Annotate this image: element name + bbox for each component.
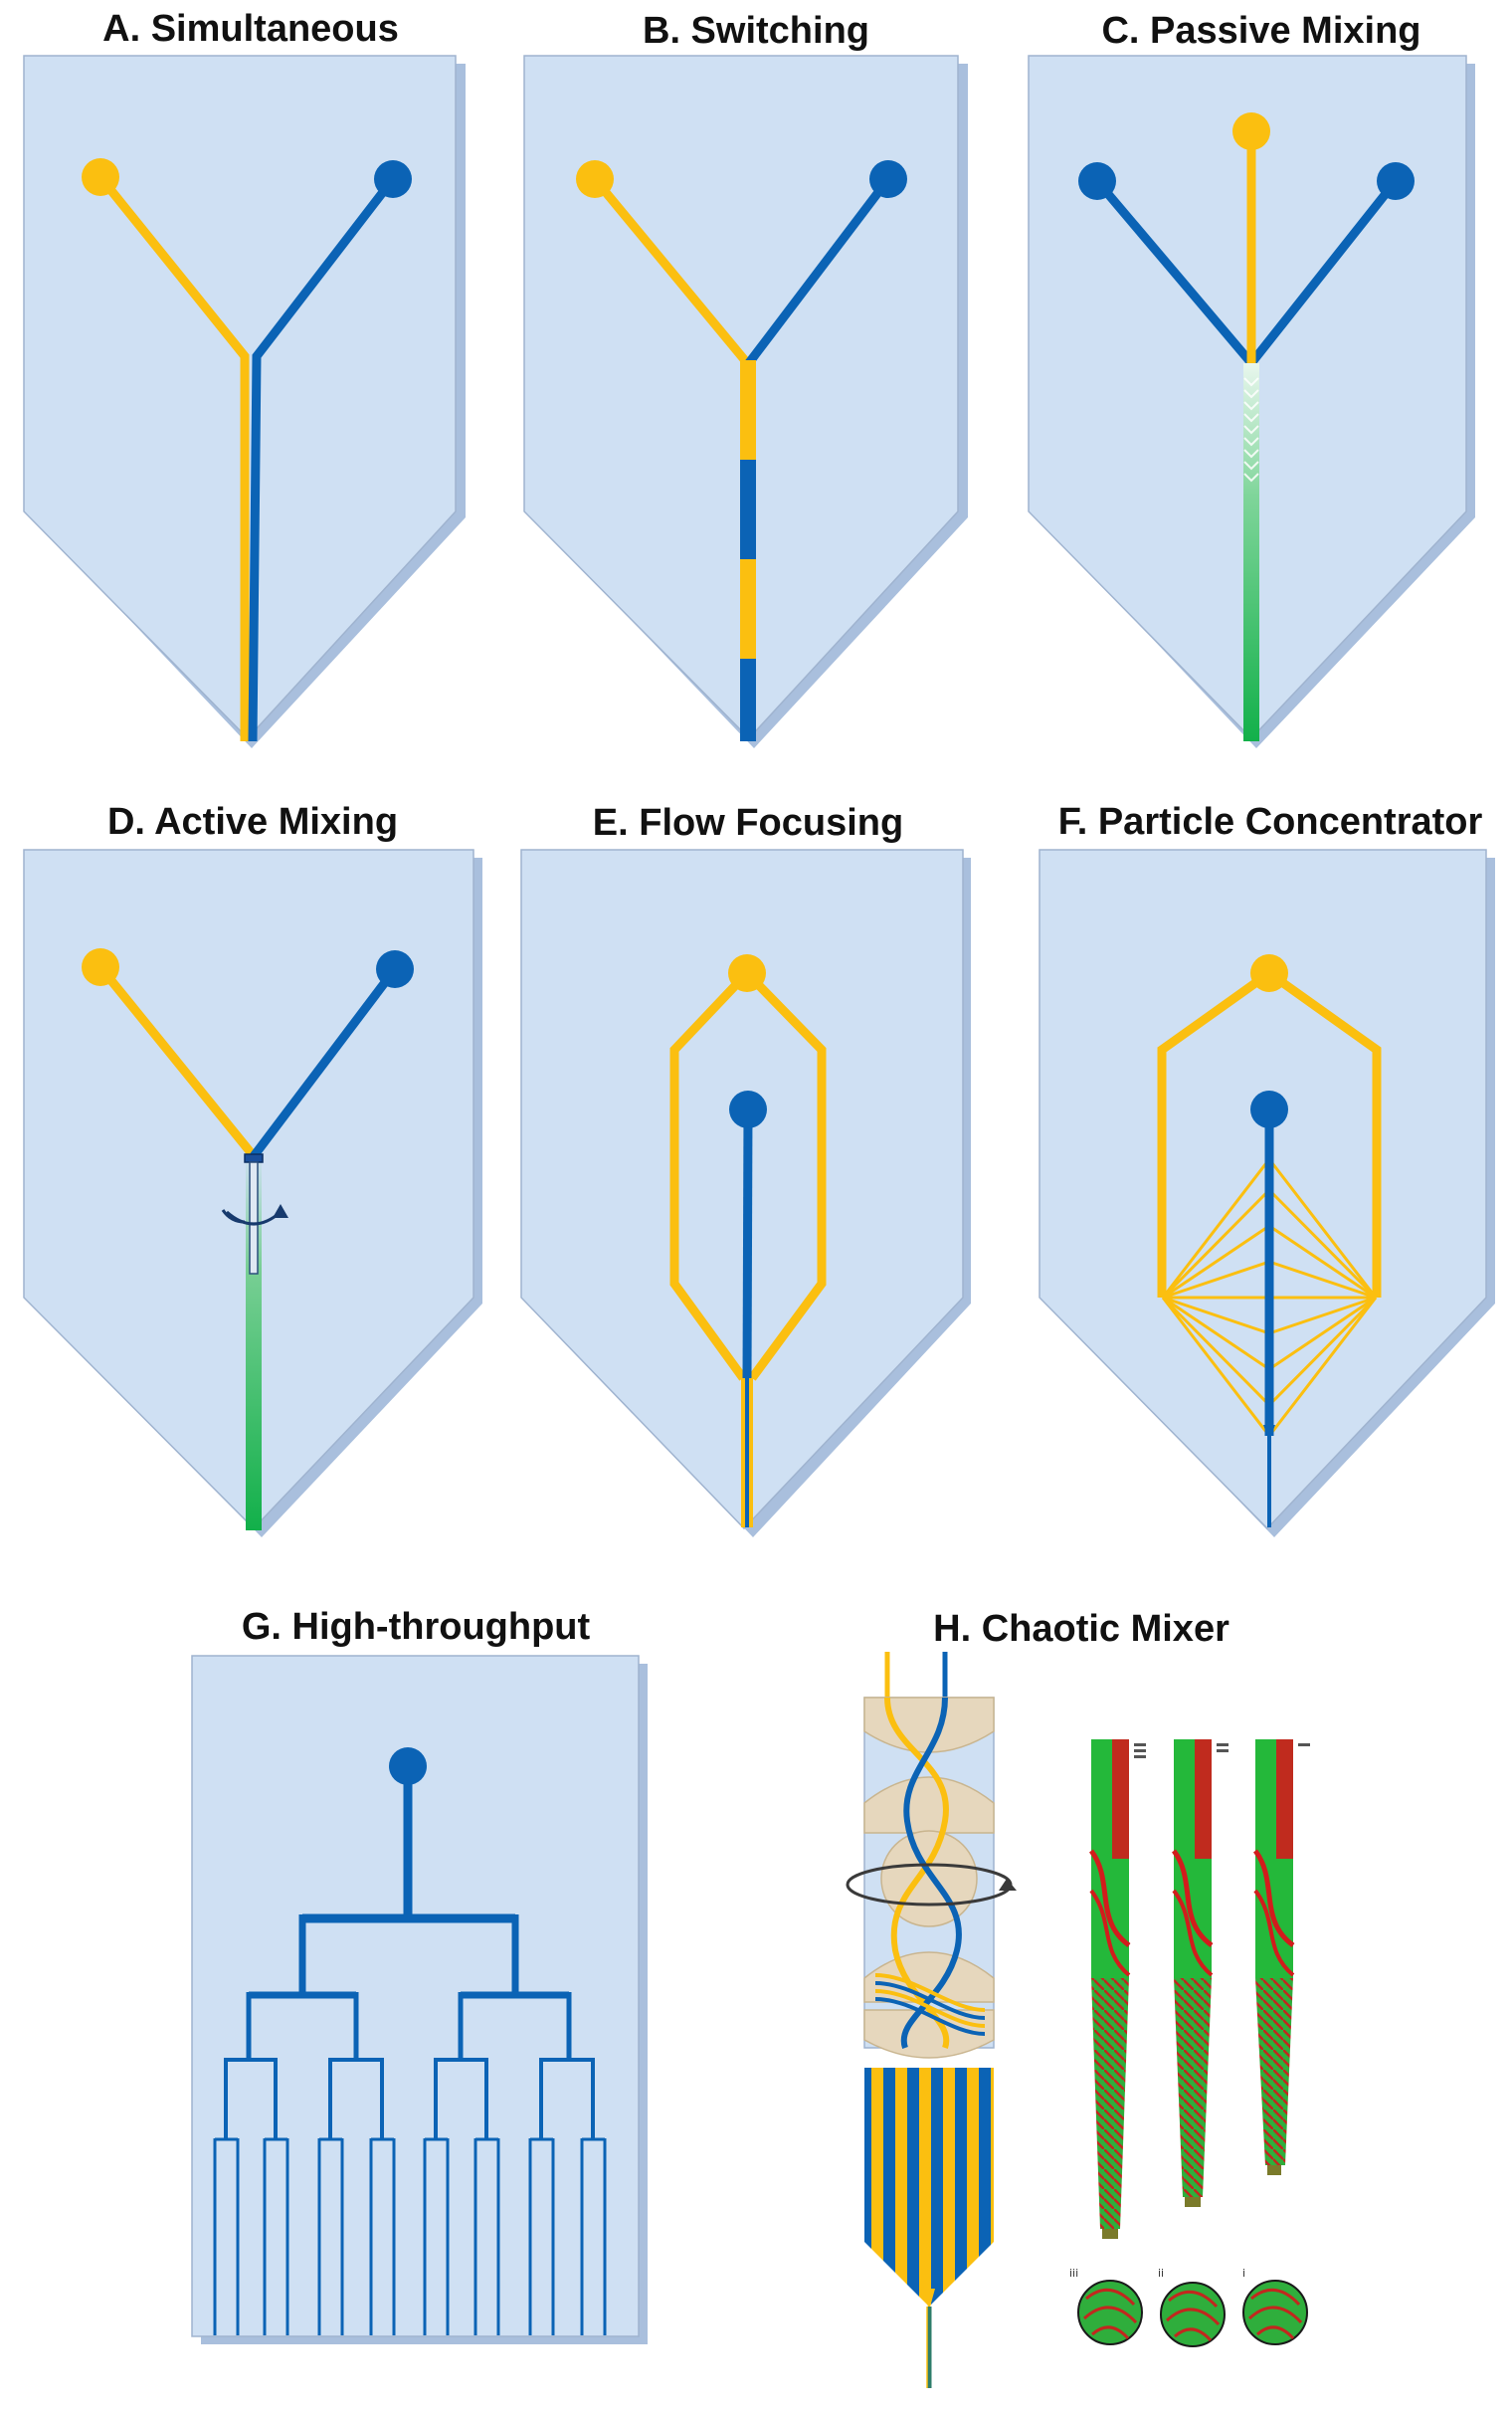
panel-b-title: B. Switching bbox=[643, 10, 869, 52]
simulation-column-ii bbox=[1171, 1739, 1214, 2207]
cross-section-i bbox=[1242, 2280, 1308, 2345]
channel-yellow-d bbox=[96, 964, 258, 1159]
channel-yellow-a bbox=[96, 174, 250, 741]
converging-outlet bbox=[864, 2215, 994, 2307]
inlet-yellow-d bbox=[82, 948, 119, 986]
panel-f-title: F. Particle Concentrator bbox=[1057, 801, 1483, 843]
chip-f bbox=[1039, 849, 1487, 1530]
panel-f bbox=[1039, 849, 1495, 1537]
section-markers bbox=[1134, 1743, 1310, 1758]
panel-b bbox=[523, 55, 968, 748]
segment-yellow bbox=[740, 559, 756, 659]
panel-h-device bbox=[846, 1652, 1017, 2388]
sheath-channel-right-f bbox=[1266, 969, 1382, 1298]
panel-g-title: G. High-throughput bbox=[241, 1606, 591, 1648]
section-label-ii: ii bbox=[1158, 2267, 1164, 2280]
stream-blue-h bbox=[900, 1697, 962, 2050]
inlet-blue-e bbox=[729, 1091, 767, 1128]
panel-g bbox=[191, 1655, 648, 2344]
channel-blue-a bbox=[248, 176, 397, 742]
inlet-blue-d bbox=[376, 950, 414, 988]
panel-d bbox=[23, 849, 482, 1537]
inlet-yellow-b bbox=[576, 160, 614, 198]
inlet-blue-g bbox=[389, 1747, 427, 1785]
striped-outlet-section bbox=[864, 2068, 994, 2215]
panel-e bbox=[520, 849, 971, 1537]
chip-e bbox=[520, 849, 964, 1530]
panel-d-title: D. Active Mixing bbox=[106, 801, 399, 843]
concentrator-channels bbox=[1161, 1158, 1378, 1437]
channel-blue-left-c bbox=[1093, 178, 1255, 366]
inlet-blue-left-c bbox=[1078, 162, 1116, 200]
inlet-blue-b bbox=[869, 160, 907, 198]
sheath-channel-left bbox=[669, 969, 751, 1381]
section-label-i: i bbox=[1242, 2267, 1245, 2280]
simulation-column-i bbox=[1252, 1739, 1295, 2175]
panel-a-title: A. Simultaneous bbox=[102, 8, 399, 50]
cross-section-iii bbox=[1077, 2280, 1143, 2345]
sheath-channel-right bbox=[743, 969, 827, 1381]
segment-blue bbox=[740, 460, 756, 559]
inlet-yellow-c bbox=[1232, 112, 1270, 150]
stirrer-cap bbox=[244, 1153, 264, 1163]
channel-yellow-b bbox=[591, 176, 752, 367]
sample-channel-e bbox=[742, 1108, 753, 1379]
lamination-streams bbox=[874, 1973, 986, 2036]
chip-a bbox=[23, 55, 457, 740]
inlet-yellow-e bbox=[728, 954, 766, 992]
segment-blue bbox=[740, 659, 756, 741]
section-label-iii: iii bbox=[1069, 2267, 1078, 2280]
panel-h-simulation: iii ii i bbox=[1069, 1739, 1310, 2347]
channel-blue-right-c bbox=[1247, 178, 1400, 366]
inlet-blue-f bbox=[1250, 1091, 1288, 1128]
panel-a bbox=[23, 55, 466, 748]
simulation-column-iii bbox=[1088, 1739, 1131, 2239]
inlet-blue-right-c bbox=[1377, 162, 1415, 200]
panel-e-title: E. Flow Focusing bbox=[592, 802, 904, 844]
stirrer-shaft bbox=[249, 1161, 259, 1275]
inlet-yellow-a bbox=[82, 158, 119, 196]
mixing-channel-c bbox=[1243, 363, 1259, 741]
sheath-channel-left-f bbox=[1157, 969, 1272, 1298]
inlet-yellow-f bbox=[1250, 954, 1288, 992]
cross-section-ii bbox=[1160, 2282, 1226, 2347]
channel-blue-b bbox=[744, 176, 892, 367]
focused-stream bbox=[745, 1378, 749, 1527]
chevron-grooves bbox=[1243, 377, 1259, 483]
segment-yellow bbox=[740, 360, 756, 460]
inlet-blue-a bbox=[374, 160, 412, 198]
panel-c bbox=[1028, 55, 1475, 748]
panel-h-title: H. Chaotic Mixer bbox=[933, 1608, 1229, 1650]
branching-tree bbox=[213, 1776, 607, 2335]
channel-blue-d bbox=[250, 966, 399, 1159]
panel-c-title: C. Passive Mixing bbox=[1101, 10, 1421, 52]
